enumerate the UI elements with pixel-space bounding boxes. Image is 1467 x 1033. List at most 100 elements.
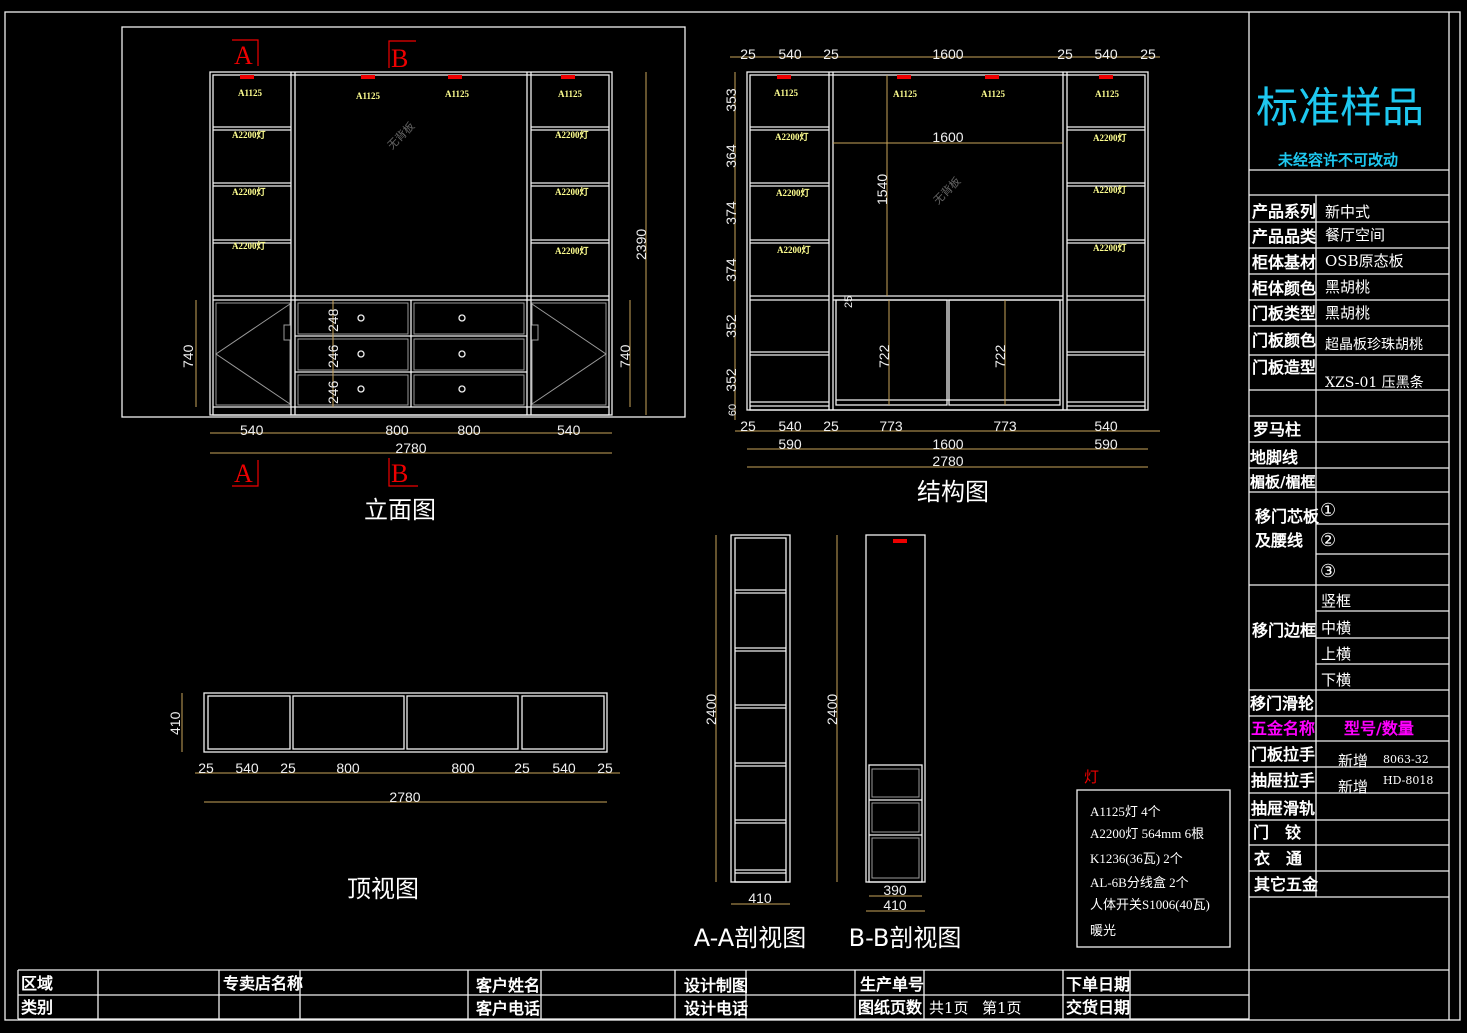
dim-height: 2400 xyxy=(703,694,719,725)
dim-total: 2780 xyxy=(389,789,420,805)
hardware-model: HD-8018 xyxy=(1383,774,1433,787)
lamp-icon xyxy=(240,75,575,79)
dim-depth: 410 xyxy=(883,897,907,913)
option-marker: ① xyxy=(1320,500,1336,521)
lamp-icon xyxy=(777,75,1113,79)
footer-label: 设计制图 xyxy=(684,976,748,995)
dim-door-height: 722 xyxy=(876,344,892,368)
shelf-lamp-label: A2200灯 xyxy=(1093,132,1127,143)
dim-top: 540 xyxy=(1094,46,1118,62)
frame-part: 下横 xyxy=(1321,671,1351,689)
legend-line: A1125灯 4个 xyxy=(1090,804,1161,819)
spec-value: XZS-01 压黑条 xyxy=(1325,374,1424,391)
spec-label: 罗马柱 xyxy=(1253,420,1301,439)
dim-top-view: 25 xyxy=(514,760,530,776)
dim-bottom: 773 xyxy=(993,418,1017,434)
spec-value: 餐厅空间 xyxy=(1325,226,1385,244)
elevation-frame xyxy=(121,26,686,418)
shelf-lamp-label: A2200灯 xyxy=(777,244,811,255)
spec-label: 移门滑轮 xyxy=(1250,694,1314,713)
shelf-lamp-label: A2200灯 xyxy=(1093,184,1127,195)
dim-left: 352 xyxy=(723,314,739,338)
footer-label: 区域 xyxy=(21,974,53,993)
shelf-lamp-label: A2200灯 xyxy=(555,186,589,197)
footer-label: 客户电话 xyxy=(476,999,540,1018)
dim-total: 2780 xyxy=(395,440,426,456)
dim-top: 25 xyxy=(823,46,839,62)
dim-drawer: 248 xyxy=(325,308,341,332)
structure-title: 结构图 xyxy=(917,478,989,506)
footer-label: 设计电话 xyxy=(684,999,748,1018)
spec-label: 产品品类 xyxy=(1252,227,1317,246)
lamp-label: A1125 xyxy=(1095,89,1120,99)
dim-width: 800 xyxy=(457,422,481,438)
lamp-label: A1125 xyxy=(774,88,799,98)
lamp-legend: 灯 A1125灯 4个 A2200灯 564mm 6根 K1236(36瓦) 2… xyxy=(1076,768,1231,948)
top-view-title: 顶视图 xyxy=(347,875,419,903)
spec-label: 产品系列 xyxy=(1252,202,1316,221)
lamp-icon xyxy=(893,539,907,543)
legend-line: K1236(36瓦) 2个 xyxy=(1090,851,1183,866)
hardware-value: 新增 xyxy=(1338,778,1368,796)
dim-bottom: 25 xyxy=(823,418,839,434)
no-backboard-note: 无背板 xyxy=(384,119,417,152)
elevation-view: A1125 A1125 A1125 A1125 A2200灯 A2200灯 A2… xyxy=(121,26,686,524)
spec-value: 黑胡桃 xyxy=(1325,278,1370,296)
hardware-value: 新增 xyxy=(1338,752,1368,770)
hardware-label: 其它五金 xyxy=(1254,875,1319,894)
hardware-header: 五金名称 xyxy=(1251,719,1315,738)
hardware-label: 门板拉手 xyxy=(1251,745,1315,764)
spec-label: 门板类型 xyxy=(1252,304,1316,323)
dim-bottom: 590 xyxy=(778,436,802,452)
shelf-lamp-label: A2200灯 xyxy=(232,240,266,251)
dim-inner-width: 1600 xyxy=(932,129,963,145)
footer-label: 客户姓名 xyxy=(476,976,540,995)
shelf-lamp-label: A2200灯 xyxy=(555,245,589,256)
dim-left: 364 xyxy=(723,144,739,168)
dim-bottom: 540 xyxy=(778,418,802,434)
spec-label: 门板造型 xyxy=(1252,358,1316,377)
shelf-lamp-label: A2200灯 xyxy=(232,186,266,197)
section-marker-b: B xyxy=(391,459,408,488)
spec-label: 地脚线 xyxy=(1250,448,1298,467)
hardware-label: 抽屉滑轨 xyxy=(1251,799,1315,818)
dim-height: 2400 xyxy=(824,694,840,725)
dim-bottom: 540 xyxy=(1094,418,1118,434)
dim-top: 25 xyxy=(1140,46,1156,62)
dim-top-view: 540 xyxy=(552,760,576,776)
spec-label: 楣板/楣框 xyxy=(1250,473,1315,491)
section-marker-a: A xyxy=(234,459,253,488)
dim-gap: 25 xyxy=(843,296,855,308)
dim-drawer: 246 xyxy=(325,380,341,404)
footer-label: 生产单号 xyxy=(860,975,924,994)
option-marker: ③ xyxy=(1320,561,1336,582)
shelf-lamp-label: A2200灯 xyxy=(775,131,809,142)
spec-value: 黑胡桃 xyxy=(1325,304,1370,322)
dim-width: 540 xyxy=(240,422,264,438)
footer-label: 交货日期 xyxy=(1066,998,1130,1017)
dim-top-view: 800 xyxy=(336,760,360,776)
dim-top: 25 xyxy=(1057,46,1073,62)
page-total: 共1页 xyxy=(929,999,969,1017)
section-bb-title: B-B剖视图 xyxy=(849,924,962,952)
brand-title: 标准样品 xyxy=(1256,83,1424,132)
frame-part: 中横 xyxy=(1321,619,1351,637)
dim-inner-height: 1540 xyxy=(874,174,890,205)
dim-top-view: 25 xyxy=(280,760,296,776)
spec-label: 移门芯板 xyxy=(1255,507,1320,526)
dim-left: 352 xyxy=(723,368,739,392)
dim-depth: 410 xyxy=(748,890,772,906)
legend-line: AL-6B分线盒 2个 xyxy=(1090,875,1189,890)
legend-line: 人体开关S1006(40瓦) xyxy=(1090,897,1210,912)
footer-label: 类别 xyxy=(21,998,53,1017)
lamp-label: A1125 xyxy=(893,89,918,99)
footer-label: 专卖店名称 xyxy=(223,974,303,993)
dim-top-view: 25 xyxy=(198,760,214,776)
lamp-label: A1125 xyxy=(558,89,583,99)
section-aa-view: 2400 410 A-A剖视图 xyxy=(694,534,806,952)
dim-base: 740 xyxy=(180,344,196,368)
left-door xyxy=(215,302,291,406)
dim-bottom: 590 xyxy=(1094,436,1118,452)
elevation-title: 立面图 xyxy=(364,496,436,524)
